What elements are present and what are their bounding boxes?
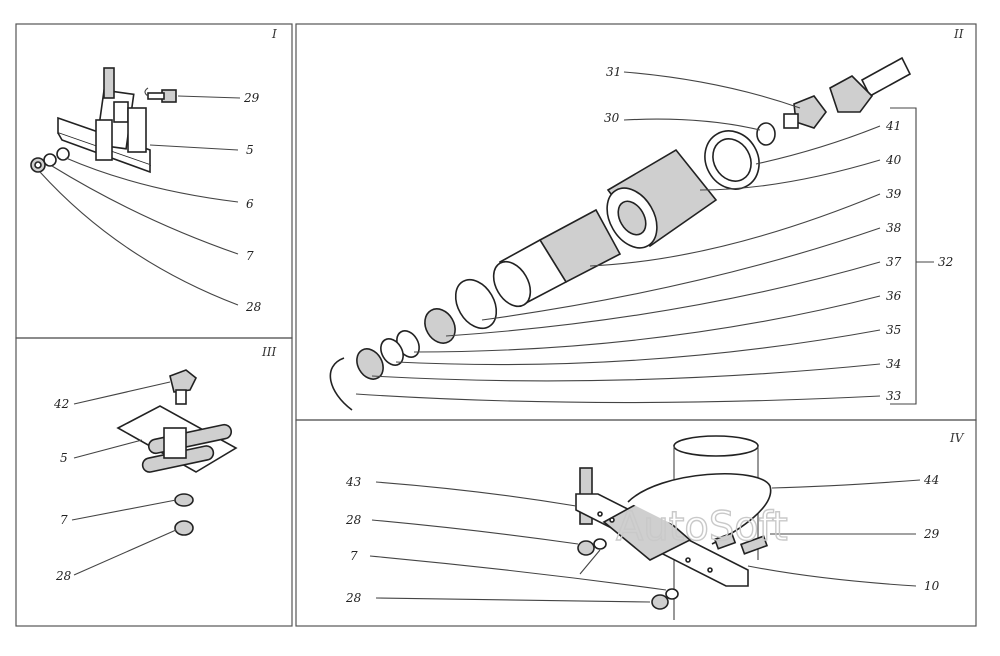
panel-4-bracket — [575, 493, 749, 587]
panel-2-pipe-fitting — [783, 56, 912, 129]
label-41: 41 — [885, 119, 901, 133]
panel-1-roman: I — [271, 27, 277, 41]
watermark: AutoSoft — [616, 504, 788, 550]
label-36: 36 — [886, 289, 902, 303]
panel-2-roman: II — [953, 27, 964, 41]
panel-2-bracket-32 — [890, 107, 917, 405]
panel-3-roman: III — [261, 345, 276, 359]
panel-4-nut-2 — [651, 594, 669, 610]
panel-2-ring-35 — [380, 338, 404, 366]
label-37: 37 — [886, 255, 902, 269]
label-7-p4: 7 — [350, 549, 358, 563]
panel-1: I 29 5 6 7 28 — [30, 27, 277, 314]
panel-2-spring-clip — [329, 357, 353, 411]
label-44: 44 — [923, 473, 939, 487]
label-33: 33 — [886, 389, 902, 403]
panel-4-roman: IV — [949, 431, 965, 445]
panel-1-washer — [43, 153, 57, 167]
label-28: 28 — [245, 300, 262, 314]
panel-3-nut — [174, 520, 194, 536]
panel-3-bolt — [169, 369, 198, 405]
label-38: 38 — [886, 221, 902, 235]
panel-2-housing — [606, 148, 718, 249]
label-5-p3: 5 — [60, 451, 68, 465]
label-28-p3: 28 — [55, 569, 72, 583]
panel-2-cartridge — [492, 208, 622, 308]
label-43: 43 — [345, 475, 362, 489]
panel-2-washer-30 — [756, 122, 776, 146]
label-42: 42 — [53, 397, 69, 411]
label-40: 40 — [885, 153, 902, 167]
label-7: 7 — [246, 249, 254, 263]
label-29-p4: 29 — [923, 527, 940, 541]
label-5: 5 — [246, 143, 254, 157]
panel-4-nut — [577, 540, 595, 556]
label-7-p3: 7 — [60, 513, 68, 527]
panel-1-washer-2 — [56, 147, 70, 161]
panel-4-u-bolt — [627, 473, 772, 545]
label-35: 35 — [886, 323, 901, 337]
panel-4: IV — [345, 431, 965, 620]
label-30: 30 — [604, 111, 620, 125]
panel-2: II — [329, 27, 964, 411]
label-28b-p4: 28 — [345, 591, 362, 605]
label-29: 29 — [243, 91, 260, 105]
panel-1-bolt — [144, 87, 177, 103]
panel-2-ring-34 — [356, 348, 384, 380]
label-28-p4: 28 — [345, 513, 362, 527]
panel-1-bracket — [57, 67, 151, 174]
panel-2-ring-37 — [424, 308, 456, 344]
panel-4-bolt-29 — [739, 535, 769, 555]
panel-4-washer — [593, 538, 607, 550]
label-10: 10 — [924, 579, 940, 593]
label-39: 39 — [886, 187, 902, 201]
label-31: 31 — [606, 65, 621, 79]
label-32: 32 — [938, 255, 953, 269]
label-6: 6 — [246, 197, 254, 211]
panel-borders — [15, 23, 977, 627]
panel-2-ring-38 — [454, 278, 498, 330]
panel-3-washer — [174, 493, 194, 507]
panel-3: III 42 5 7 28 — [53, 345, 276, 583]
panel-3-clamp — [116, 405, 238, 473]
label-34: 34 — [886, 357, 901, 371]
